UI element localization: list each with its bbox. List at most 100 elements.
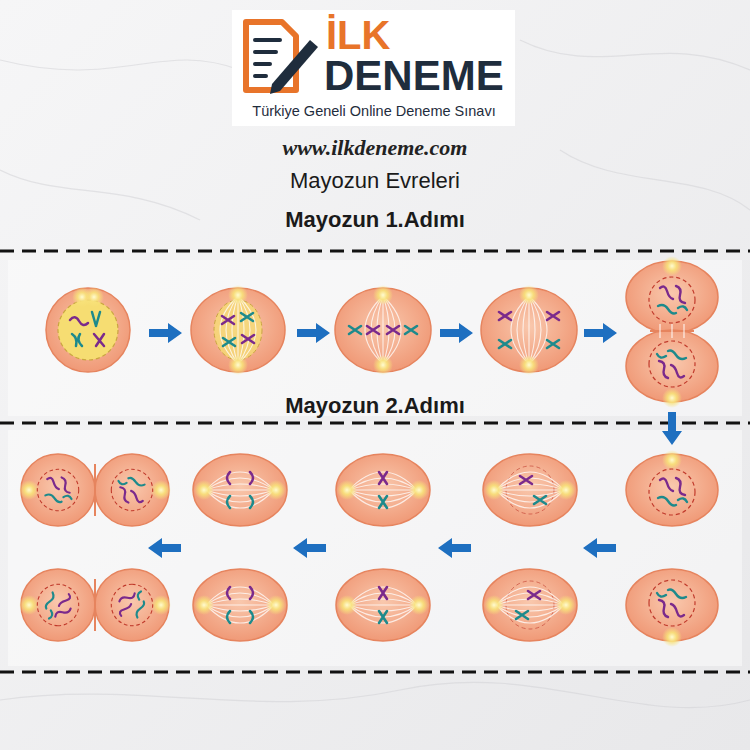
cell-anaphase-2 [266,595,286,615]
cell-telophase-1 [662,388,682,408]
cell-telophase-1 [649,277,695,323]
dashed-separator [0,251,750,672]
cell-prophase-2 [483,454,577,526]
cell-anaphase-2 [227,587,253,599]
cell-telophase-1 [626,256,718,408]
cell-anaphase-1 [519,285,539,305]
cell-telophase-1 [660,324,684,338]
cell-metaphase-1-early [242,335,254,343]
cell-metaphase-2 [336,454,430,526]
flow-arrow [584,323,617,343]
cell-metaphase-1 [387,326,399,334]
cell-anaphase-1 [547,340,559,348]
cell-anaphase-2 [194,595,214,615]
cell-telophase-2 [19,480,39,500]
cell-telophase-2 [19,454,171,641]
cell-metaphase-1 [367,326,379,334]
website-url: www.ilkdeneme.com [0,135,750,160]
phase-panel [8,430,742,666]
cell-anaphase-2 [193,569,287,641]
cell-prophase-1 [84,287,104,307]
cell-metaphase-1 [405,326,417,334]
cell-metaphase-2 [349,587,417,623]
flow-arrow [438,538,471,558]
marble-veins [0,40,750,708]
cell-anaphase-2 [193,454,287,526]
logo-word: DENEME [324,52,504,100]
cell-interkinesis [626,450,718,647]
cell-metaphase-1-early [241,313,253,321]
cell-anaphase-1 [499,312,511,320]
cell-interkinesis [662,450,682,470]
cell-prophase-2 [484,480,504,500]
cell-prophase-1 [46,287,130,372]
dashed-separator [0,250,750,253]
cell-metaphase-2 [349,472,417,508]
cell-metaphase-2 [337,480,357,500]
cell-metaphase-2 [336,454,430,641]
cell-metaphase-2 [379,472,387,484]
flow-arrow [583,538,616,558]
cell-metaphase-2 [379,611,387,623]
cell-telophase-2 [37,469,78,510]
phase-panel [8,260,742,416]
cell-anaphase-1 [519,355,539,375]
cell-metaphase-1-early [191,285,285,375]
cell-prophase-2 [496,472,564,508]
cell-metaphase-1-early [220,296,256,364]
section-heading: Mayozun 2.Adımı [0,393,750,418]
flow-arrow [149,323,182,343]
cell-telophase-2 [94,464,96,516]
cell-prophase-2 [483,454,577,641]
section-heading: Mayozun 1.Adımı [0,207,750,232]
cell-prophase-2 [534,496,546,504]
cell-prophase-2 [483,569,577,641]
cell-telophase-2 [94,579,96,631]
flow-arrow [297,323,330,343]
cell-prophase-2 [496,587,564,623]
logo-panel [232,10,515,126]
cell-anaphase-2 [194,480,214,500]
flow-arrow [662,412,682,445]
cell-metaphase-2 [336,454,430,526]
cell-prophase-2 [516,611,528,619]
cell-prophase-1 [46,288,130,372]
cell-metaphase-1 [373,285,393,305]
cell-metaphase-1 [349,326,361,334]
dashed-separator [0,671,750,674]
cell-telophase-2 [19,595,39,615]
cell-telophase-2 [151,595,171,615]
cell-metaphase-1 [335,285,431,375]
cell-prophase-2 [520,476,532,484]
cell-prophase-1 [58,300,118,360]
cell-anaphase-1 [481,285,577,375]
cell-anaphase-1 [511,296,547,364]
cell-anaphase-2 [227,611,253,623]
cell-anaphase-2 [227,472,253,484]
cell-metaphase-2 [337,595,357,615]
marble-veins [0,682,750,707]
cell-prophase-1 [92,312,100,326]
cell-interkinesis [662,627,682,647]
cell-anaphase-2 [193,454,287,641]
cell-metaphase-1-early [228,285,248,305]
cell-metaphase-2 [409,480,429,500]
cell-anaphase-2 [266,480,286,500]
marble-veins [0,170,200,220]
cell-telophase-2 [111,584,152,625]
cell-anaphase-2 [193,454,287,526]
cell-prophase-1 [72,334,82,346]
cell-anaphase-2 [227,496,253,508]
marble-veins [560,150,750,210]
cell-metaphase-2 [336,569,430,641]
cell-telophase-2 [111,469,152,510]
marble-veins [520,40,750,70]
cell-metaphase-1 [365,296,401,364]
cell-telophase-2 [151,480,171,500]
flow-arrow [293,538,326,558]
cell-anaphase-2 [206,472,274,508]
cell-metaphase-1-early [223,338,235,346]
logo-icon [246,22,318,94]
flow-arrow [148,538,181,558]
